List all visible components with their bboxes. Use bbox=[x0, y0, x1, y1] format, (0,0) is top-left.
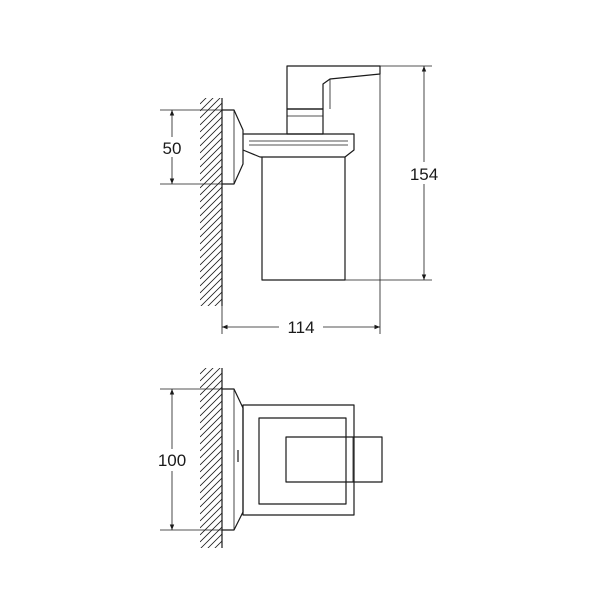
dim-label-50: 50 bbox=[163, 139, 182, 158]
wall-hatch-line bbox=[200, 449, 222, 473]
wall-side bbox=[200, 68, 223, 335]
pump-neck bbox=[286, 108, 324, 135]
wall-rosette-front bbox=[222, 388, 244, 531]
pump-head bbox=[286, 65, 381, 110]
holder-arm bbox=[242, 133, 355, 158]
wall-hatch-line bbox=[200, 498, 222, 522]
side-view: 50 154 114 bbox=[155, 65, 446, 338]
wall-hatch-line bbox=[200, 345, 222, 367]
wall-hatch-line bbox=[200, 165, 222, 189]
wall-hatch-line bbox=[200, 130, 222, 154]
wall-hatch-line bbox=[200, 200, 222, 224]
wall-hatch-line bbox=[200, 463, 222, 487]
wall-hatch-line bbox=[200, 393, 222, 417]
wall-hatch-line bbox=[200, 519, 222, 543]
wall-hatch-line bbox=[200, 277, 222, 301]
wall-hatch-line bbox=[200, 368, 207, 375]
wall-hatch-line bbox=[200, 338, 222, 360]
wall-hatch-line bbox=[200, 98, 214, 112]
wall-hatch-line bbox=[207, 533, 222, 548]
pump-head-top bbox=[285, 436, 383, 483]
wall-hatch-line bbox=[200, 75, 222, 97]
wall-hatch-line bbox=[200, 407, 222, 431]
glass-container bbox=[261, 157, 346, 281]
wall-hatch-line bbox=[200, 109, 222, 133]
wall-hatch-line bbox=[200, 456, 222, 480]
wall-hatch-line bbox=[200, 428, 222, 452]
wall-hatch-line bbox=[200, 249, 222, 273]
wall-hatch-line bbox=[200, 372, 222, 396]
wall-hatch-line bbox=[200, 207, 222, 231]
wall-hatch-line bbox=[200, 491, 222, 515]
wall-hatch-line bbox=[200, 379, 222, 403]
front-view: 100 bbox=[150, 338, 383, 577]
wall-hatch-line bbox=[200, 102, 222, 126]
wall-hatch-line bbox=[200, 68, 222, 90]
wall-hatch-line bbox=[200, 284, 222, 306]
wall-hatch-line bbox=[200, 484, 222, 508]
wall-hatch-line bbox=[200, 116, 222, 140]
wall-hatch-line bbox=[200, 400, 222, 424]
wall-rosette-side bbox=[222, 109, 244, 185]
wall-hatch-line bbox=[200, 179, 222, 203]
wall-hatch-line bbox=[200, 193, 222, 217]
wall-hatch-line bbox=[200, 435, 222, 459]
wall-hatch-line bbox=[200, 313, 222, 335]
wall-hatch-line bbox=[200, 98, 207, 105]
dim-label-114: 114 bbox=[287, 318, 314, 337]
holder-frame-inner bbox=[258, 417, 347, 505]
wall-hatch-line bbox=[200, 158, 222, 182]
wall-hatch-line bbox=[200, 98, 221, 119]
dim-label-154: 154 bbox=[410, 165, 438, 184]
wall-hatch-line bbox=[200, 144, 222, 168]
wall-hatch-line bbox=[200, 368, 214, 382]
wall-hatch-line bbox=[200, 242, 222, 266]
wall-hatch-line bbox=[200, 228, 222, 252]
wall-hatch-line bbox=[200, 137, 222, 161]
wall-hatch-line bbox=[200, 414, 222, 438]
wall-hatch-line bbox=[200, 151, 222, 175]
wall-hatch-line bbox=[200, 270, 222, 294]
wall-hatch-line bbox=[200, 386, 222, 410]
dim-label-100: 100 bbox=[158, 451, 186, 470]
wall-hatch-line bbox=[200, 123, 222, 147]
wall-hatch-line bbox=[200, 368, 221, 389]
wall-hatch-line bbox=[214, 540, 222, 548]
wall-hatch-line bbox=[214, 298, 222, 306]
wall-hatch-line bbox=[221, 305, 222, 306]
wall-hatch-line bbox=[200, 263, 222, 287]
wall-hatch-line bbox=[200, 470, 222, 494]
wall-hatch-line bbox=[200, 505, 222, 529]
holder-frame-outer bbox=[242, 404, 355, 516]
wall-hatch-line bbox=[200, 235, 222, 259]
wall-hatch-line bbox=[200, 526, 222, 548]
wall-hatch-line bbox=[200, 256, 222, 280]
wall-hatch-line bbox=[200, 555, 222, 577]
wall-front bbox=[200, 338, 223, 577]
wall-hatch-line bbox=[221, 547, 222, 548]
wall-hatch-line bbox=[200, 477, 222, 501]
wall-hatch-line bbox=[200, 512, 222, 536]
wall-hatch-line bbox=[200, 186, 222, 210]
wall-hatch-line bbox=[200, 214, 222, 238]
wall-hatch-line bbox=[200, 221, 222, 245]
wall-hatch-line bbox=[200, 421, 222, 445]
wall-hatch-line bbox=[207, 291, 222, 306]
wall-hatch-line bbox=[200, 442, 222, 466]
